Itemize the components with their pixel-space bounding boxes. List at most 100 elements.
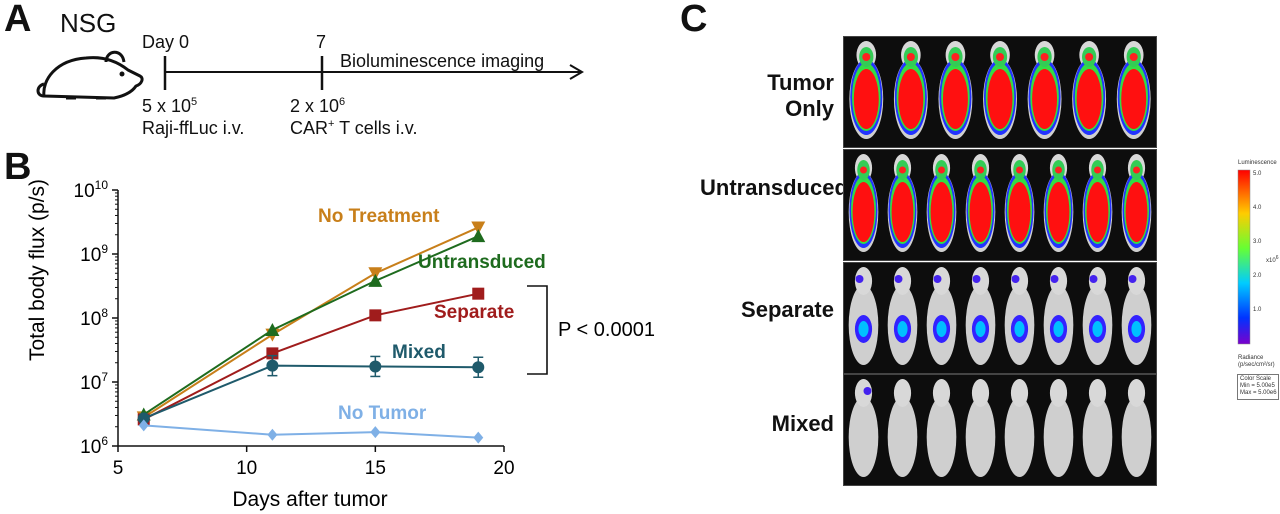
y-tick-label: 1010 (74, 178, 109, 202)
scale-tick-label: 4.0 (1253, 205, 1262, 211)
y-tick-label: 107 (80, 370, 108, 394)
series-label: Separate (434, 302, 514, 323)
scale-tick-label: 2.0 (1253, 273, 1262, 279)
image-row-mixed (843, 374, 1157, 486)
data-point (472, 287, 485, 300)
mouse-image (1043, 267, 1074, 365)
mouse-image (1043, 154, 1074, 252)
panel-a-letter: A (4, 0, 32, 40)
mouse-image (965, 379, 996, 477)
significance-bracket (527, 285, 548, 375)
mouse-image (887, 267, 918, 365)
mouse-image (926, 379, 957, 477)
scale-min: Min = 5.00e5 (1240, 383, 1275, 389)
series-label: No Tumor (338, 403, 427, 424)
row-label-mixed: Mixed (771, 411, 834, 436)
mouse-image (1121, 267, 1152, 365)
mouse-image (1072, 41, 1107, 139)
series-line (143, 364, 479, 420)
panel-b-letter: B (4, 146, 32, 188)
scale-max: Max = 5.00e6 (1240, 390, 1277, 396)
x-tick-label: 15 (365, 458, 386, 479)
mouse-image (887, 154, 918, 252)
series-label: Untransduced (418, 252, 546, 273)
scale-unit-title: Radiance (1238, 355, 1264, 361)
row-label-untransduced: Untransduced (700, 175, 848, 200)
data-point (368, 267, 383, 281)
data-point (369, 360, 382, 373)
scale-tick-label: 1.0 (1253, 307, 1262, 313)
x-tick-label: 10 (236, 458, 257, 479)
tumor-cells-label: Raji-ffLuc i.v. (142, 118, 245, 138)
y-axis-label: Total body flux (p/s) (26, 179, 49, 361)
scale-title: Luminescence (1238, 160, 1277, 166)
mouse-image (1121, 154, 1152, 252)
y-axis: 106 107 108 109 1010 (74, 178, 119, 458)
mouse-image (938, 41, 973, 139)
series-label: Mixed (392, 342, 446, 363)
flux-chart: 106 107 108 109 1010 5 10 15 20 No TreatmentUnt… (26, 178, 655, 511)
mouse-image (1082, 267, 1113, 365)
mouse-image (848, 267, 879, 365)
data-point (266, 359, 279, 372)
series-line (143, 235, 479, 416)
mouse-image (1082, 379, 1113, 477)
car-cells-label: CAR+ T cells i.v. (290, 118, 418, 138)
scale-box-title: Color Scale (1240, 376, 1272, 382)
mouse-image (849, 41, 884, 139)
y-tick-label: 108 (80, 306, 108, 330)
series-layer (136, 221, 486, 444)
data-point (472, 361, 485, 374)
mouse-image (1004, 154, 1035, 252)
mouse-strain-label: NSG (60, 8, 117, 38)
scale-tick-label: 3.0 (1253, 239, 1262, 245)
series-line (143, 292, 479, 421)
data-point (138, 419, 149, 432)
mouse-image (1043, 379, 1074, 477)
significance-label: P < 0.0001 (558, 319, 655, 341)
timeline-day7: 7 (316, 32, 327, 52)
data-point (137, 412, 150, 425)
image-row-separate (843, 262, 1157, 374)
data-point (473, 431, 484, 444)
data-point (471, 229, 486, 243)
mouse-image (848, 379, 879, 477)
series-line (143, 226, 479, 419)
timeline-imaging-label: Bioluminescence imaging (340, 51, 545, 71)
mouse-image (887, 379, 918, 477)
data-point (370, 426, 381, 439)
mouse-image (965, 267, 996, 365)
row-label-separate: Separate (741, 297, 834, 322)
series-label: No Treatment (318, 206, 440, 227)
mouse-image (1004, 267, 1035, 365)
mouse-image (848, 154, 879, 252)
image-row-tumor-only (843, 36, 1157, 148)
mouse-image (1004, 379, 1035, 477)
data-point (471, 221, 486, 235)
timeline-day0: Day 0 (142, 32, 190, 52)
x-tick-label: 5 (113, 458, 124, 479)
data-point (368, 273, 383, 287)
scale-unit: (p/sec/cm²/sr) (1238, 362, 1275, 368)
mouse-image (1082, 154, 1113, 252)
timeline-axis (163, 56, 584, 90)
scale-minmax-box: Color Scale Min = 5.00e5 Max = 5.00e6 (1237, 374, 1279, 400)
data-point (265, 322, 280, 336)
series-line (143, 424, 479, 439)
mouse-icon (36, 50, 144, 100)
mouse-image (983, 41, 1017, 139)
x-tick-label: 20 (493, 458, 514, 479)
y-tick-label: 109 (80, 242, 108, 266)
car-dose: 2 x 106 (290, 96, 346, 116)
mouse-image (926, 267, 957, 365)
mouse-image (893, 41, 928, 139)
panel-c-letter: C (680, 0, 708, 40)
image-row-untransduced (843, 149, 1157, 261)
y-tick-label: 106 (80, 434, 108, 458)
data-point (369, 309, 382, 322)
x-axis: 5 10 15 20 (113, 445, 515, 479)
data-point (267, 428, 278, 441)
scale-tick-label: 5.0 (1253, 171, 1262, 177)
